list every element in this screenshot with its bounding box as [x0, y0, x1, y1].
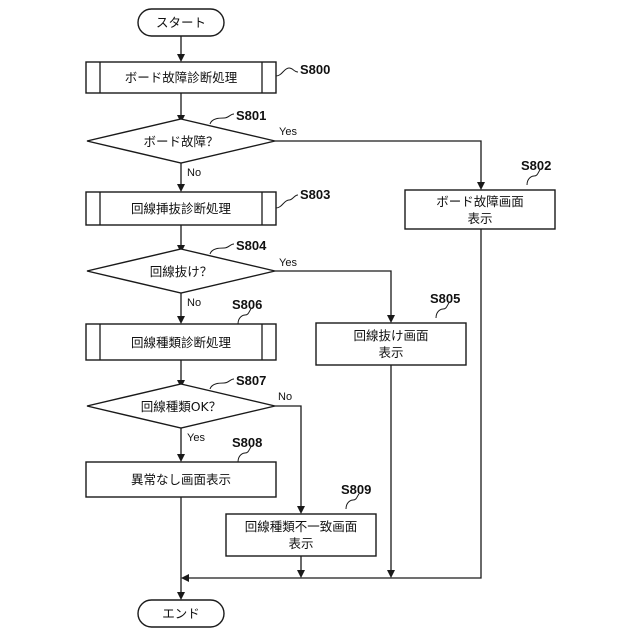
arrowhead — [177, 454, 185, 462]
arrowhead — [297, 506, 305, 514]
process-label: 回線挿抜診断処理 — [131, 201, 232, 216]
display-label-line1: 回線種類不一致画面 — [245, 519, 358, 534]
display-line-mismatch-screen: 回線種類不一致画面 表示 — [226, 514, 376, 556]
branch-no-s804: No — [187, 297, 201, 309]
step-leader — [210, 379, 234, 389]
step-label-s807: S807 — [236, 373, 266, 388]
arrowhead — [387, 315, 395, 323]
decision-line-pulled: 回線抜け？ — [87, 249, 275, 293]
step-leader — [210, 244, 234, 254]
display-label-line1: ボード故障画面 — [436, 194, 524, 209]
connector-s804-yes — [275, 271, 391, 318]
branch-yes-s807: Yes — [187, 432, 205, 444]
end-label: エンド — [162, 606, 200, 621]
process-label: ボード故障診断処理 — [125, 70, 238, 85]
step-label-s800: S800 — [300, 62, 330, 77]
step-label-s805: S805 — [430, 291, 460, 306]
step-leader — [276, 68, 298, 76]
decision-board-fault: ボード故障？ — [87, 119, 275, 163]
arrowhead — [177, 184, 185, 192]
step-label-s804: S804 — [236, 238, 267, 253]
step-label-s809: S809 — [341, 482, 371, 497]
arrowhead — [387, 570, 395, 578]
display-label: 異常なし画面表示 — [131, 472, 231, 487]
connector-s801-yes — [275, 141, 481, 185]
start-terminal: スタート — [138, 9, 224, 36]
step-leader — [210, 114, 234, 124]
process-line-type-diagnosis: 回線種類診断処理 — [86, 324, 276, 360]
process-label: 回線種類診断処理 — [131, 335, 232, 350]
display-label-line2: 表示 — [288, 536, 313, 551]
branch-yes-s801: Yes — [279, 126, 297, 138]
decision-line-type-ok: 回線種類OK？ — [87, 384, 275, 428]
arrowhead — [177, 592, 185, 600]
display-line-pulled-screen: 回線抜け画面 表示 — [316, 323, 466, 365]
step-label-s803: S803 — [300, 187, 330, 202]
decision-label: 回線種類OK？ — [141, 399, 222, 414]
branch-no-s801: No — [187, 167, 201, 179]
process-board-diagnosis: ボード故障診断処理 — [86, 62, 276, 93]
decision-label: 回線抜け？ — [150, 264, 213, 279]
branch-yes-s804: Yes — [279, 257, 297, 269]
connector-s807-no — [275, 406, 301, 509]
branch-no-s807: No — [278, 391, 292, 403]
end-terminal: エンド — [138, 600, 224, 627]
start-label: スタート — [156, 15, 206, 30]
step-label-s802: S802 — [521, 158, 551, 173]
display-no-error-screen: 異常なし画面表示 — [86, 462, 276, 497]
arrowhead — [477, 182, 485, 190]
step-label-s808: S808 — [232, 435, 262, 450]
display-label-line1: 回線抜け画面 — [353, 328, 428, 343]
step-label-s806: S806 — [232, 297, 262, 312]
arrowhead — [297, 570, 305, 578]
display-board-fault-screen: ボード故障画面 表示 — [405, 190, 555, 229]
arrowhead — [177, 316, 185, 324]
decision-label: ボード故障？ — [143, 134, 218, 149]
arrowhead — [177, 54, 185, 62]
display-label-line2: 表示 — [378, 345, 403, 360]
step-label-s801: S801 — [236, 108, 266, 123]
arrowhead — [181, 574, 189, 582]
display-label-line2: 表示 — [467, 211, 492, 226]
process-line-insert-diagnosis: 回線挿抜診断処理 — [86, 192, 276, 225]
step-leader — [276, 195, 298, 208]
